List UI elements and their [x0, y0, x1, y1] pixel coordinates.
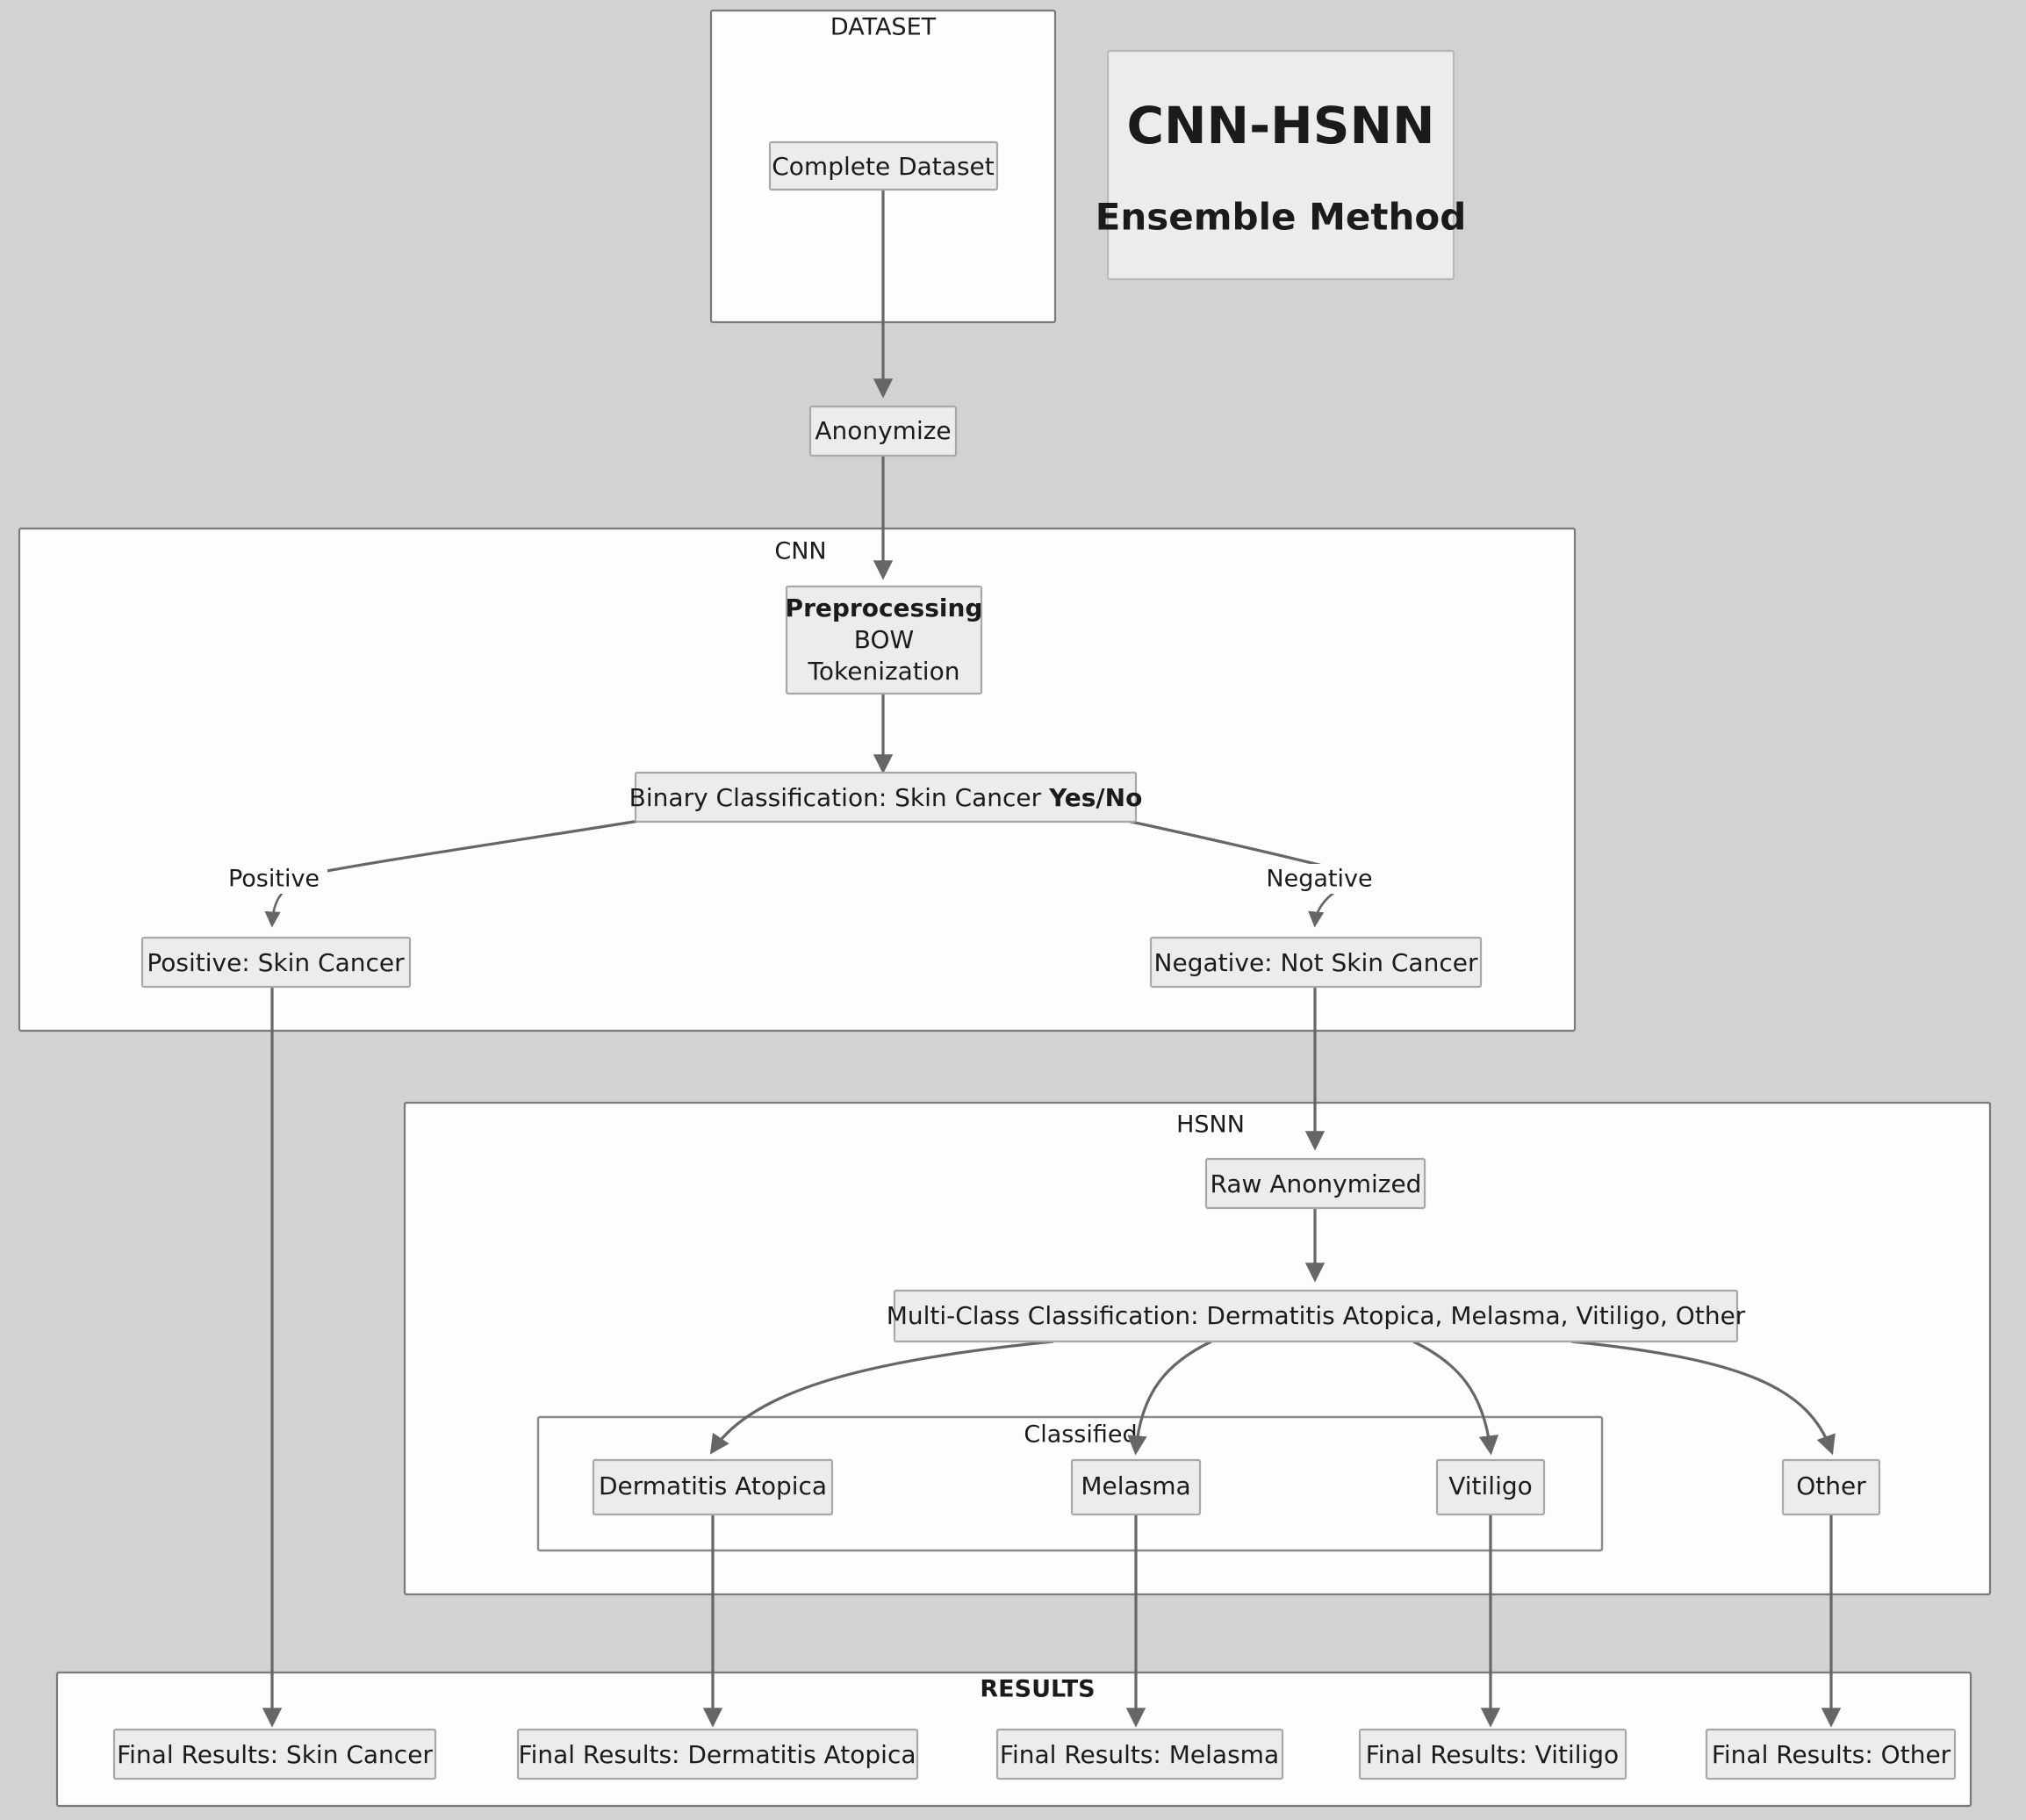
node-other-label: Other	[1796, 1471, 1866, 1500]
cluster-classified: Classified	[536, 1415, 1604, 1552]
edge-multiclass-to-other	[1570, 1340, 1836, 1456]
edge-multiclass-to-vitiligo	[1412, 1340, 1499, 1456]
node-final-other[interactable]: Final Results: Other	[1705, 1728, 1957, 1780]
cluster-label-dataset: DATASET	[830, 14, 937, 41]
node-multiclass-classification[interactable]: Multi-Class Classification: Dermatitis A…	[887, 1289, 1746, 1343]
edge-multiclass-to-melasma	[1127, 1340, 1212, 1456]
title-box-line2: Ensemble Method	[1096, 196, 1467, 239]
node-binary-classification[interactable]: Binary Classification: Skin Cancer Yes/N…	[629, 771, 1143, 824]
node-final-skin-cancer[interactable]: Final Results: Skin Cancer	[112, 1728, 437, 1780]
node-final-dermatitis-label: Final Results: Dermatitis Atopica	[519, 1740, 916, 1769]
node-raw-anonymized-label: Raw Anonymized	[1211, 1169, 1422, 1198]
edge-multiclass-to-dermatitis	[709, 1340, 1054, 1455]
node-positive-skin-cancer-label: Positive: Skin Cancer	[147, 948, 405, 977]
title-box-line1: CNN-HSNN	[1126, 96, 1434, 155]
node-final-vitiligo[interactable]: Final Results: Vitiligo	[1358, 1728, 1627, 1780]
binary-text-bold: Yes/No	[1048, 783, 1142, 812]
node-negative-not-skin-cancer[interactable]: Negative: Not Skin Cancer	[1149, 936, 1483, 989]
edge-label-positive-text: Positive	[228, 866, 320, 893]
node-dermatitis-atopica[interactable]: Dermatitis Atopica	[592, 1458, 834, 1516]
node-final-skin-cancer-label: Final Results: Skin Cancer	[117, 1740, 433, 1769]
node-melasma[interactable]: Melasma	[1070, 1458, 1202, 1516]
node-preprocessing-title: Preprocessing	[786, 593, 983, 622]
node-negative-not-skin-cancer-label: Negative: Not Skin Cancer	[1154, 948, 1478, 977]
cluster-label-hsnn: HSNN	[1176, 1111, 1245, 1139]
node-preprocessing[interactable]: Preprocessing BOW Tokenization	[786, 585, 983, 695]
cluster-label-classified: Classified	[1024, 1421, 1137, 1449]
node-melasma-label: Melasma	[1081, 1471, 1190, 1500]
node-binary-classification-label: Binary Classification: Skin Cancer Yes/N…	[629, 783, 1143, 812]
node-final-melasma-label: Final Results: Melasma	[1000, 1740, 1279, 1769]
edge-label-positive: Positive	[220, 864, 327, 894]
edge-label-negative: Negative	[1261, 864, 1377, 894]
cluster-label-results: RESULTS	[980, 1676, 1095, 1703]
node-complete-dataset-label: Complete Dataset	[772, 152, 995, 181]
node-anonymize-label: Anonymize	[815, 416, 951, 445]
node-preprocessing-line2: BOW	[854, 625, 914, 654]
node-final-vitiligo-label: Final Results: Vitiligo	[1366, 1740, 1619, 1769]
title-box: CNN-HSNN Ensemble Method	[1096, 49, 1467, 281]
node-positive-skin-cancer[interactable]: Positive: Skin Cancer	[140, 936, 412, 989]
node-multiclass-classification-label: Multi-Class Classification: Dermatitis A…	[887, 1301, 1746, 1330]
cluster-label-cnn: CNN	[774, 538, 826, 565]
node-final-melasma[interactable]: Final Results: Melasma	[995, 1728, 1284, 1780]
node-complete-dataset[interactable]: Complete Dataset	[768, 140, 999, 191]
node-anonymize[interactable]: Anonymize	[808, 405, 958, 457]
node-raw-anonymized[interactable]: Raw Anonymized	[1204, 1157, 1426, 1210]
node-other[interactable]: Other	[1781, 1458, 1881, 1516]
node-final-other-label: Final Results: Other	[1712, 1740, 1951, 1769]
node-preprocessing-line3: Tokenization	[808, 657, 960, 686]
node-vitiligo[interactable]: Vitiligo	[1435, 1458, 1546, 1516]
node-dermatitis-atopica-label: Dermatitis Atopica	[599, 1471, 827, 1500]
edge-label-negative-text: Negative	[1266, 866, 1372, 893]
node-final-dermatitis[interactable]: Final Results: Dermatitis Atopica	[516, 1728, 919, 1780]
node-vitiligo-label: Vitiligo	[1448, 1471, 1533, 1500]
binary-text-plain: Binary Classification: Skin Cancer	[629, 783, 1049, 812]
